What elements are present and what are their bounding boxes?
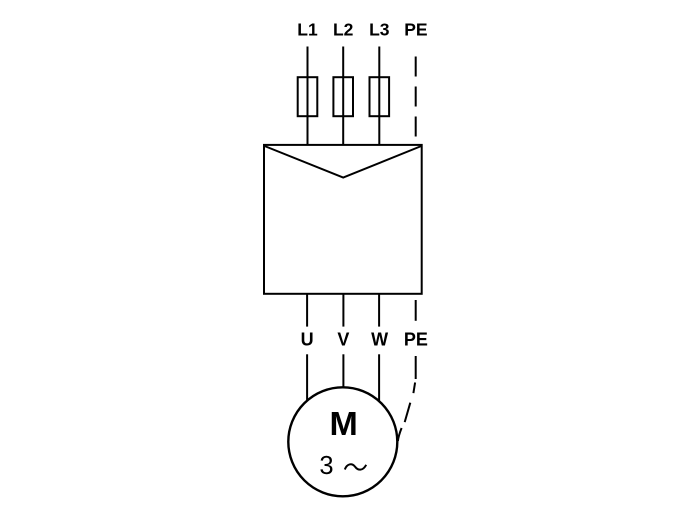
svg-text:PE: PE [404,20,427,40]
svg-text:U: U [301,330,314,350]
svg-text:L2: L2 [333,20,354,40]
svg-text:V: V [337,330,349,350]
svg-text:PE: PE [404,330,428,350]
svg-text:W: W [371,330,388,350]
svg-text:M: M [330,407,358,443]
svg-text:L1: L1 [297,20,318,40]
svg-text:3: 3 [319,452,333,480]
svg-text:L3: L3 [369,20,390,40]
